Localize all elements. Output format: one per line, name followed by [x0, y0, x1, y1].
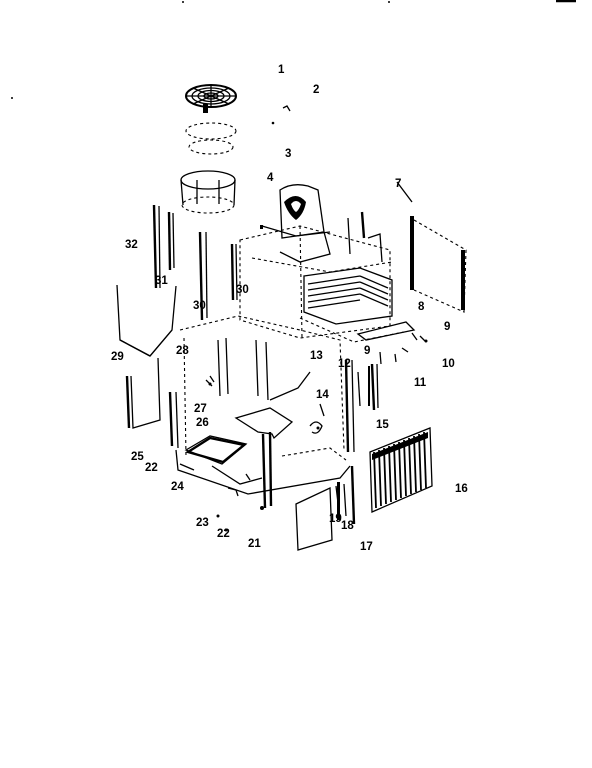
callout-11: 11	[414, 377, 427, 389]
fan-grille	[185, 84, 237, 113]
callout-9-b: 9	[364, 345, 370, 357]
callout-2: 2	[313, 84, 319, 96]
lower-front-panel	[295, 465, 356, 551]
callout-25: 25	[131, 451, 144, 463]
callout-17: 17	[360, 541, 373, 553]
callout-28: 28	[176, 345, 189, 357]
coil-assembly	[299, 267, 405, 343]
callout-24: 24	[171, 481, 184, 493]
callout-30-b: 30	[236, 284, 249, 296]
front-grille	[369, 427, 433, 513]
callout-1: 1	[278, 64, 285, 76]
callout-29: 29	[111, 351, 124, 363]
callout-27: 27	[194, 403, 207, 415]
callout-8: 8	[418, 301, 425, 313]
left-lower-panel	[125, 357, 179, 449]
motor-rings	[180, 122, 237, 214]
callout-13: 13	[310, 350, 323, 362]
callout-10: 10	[442, 358, 455, 370]
front-panel-29	[116, 284, 177, 357]
callout-22-a: 22	[145, 462, 158, 474]
callout-16: 16	[455, 483, 468, 495]
right-components	[344, 359, 379, 453]
callout-32: 32	[125, 239, 138, 251]
callout-4: 4	[267, 172, 274, 184]
left-side-panels	[152, 204, 238, 321]
callout-19: 19	[329, 513, 342, 525]
partition-panel	[184, 371, 347, 485]
bracket-hardware	[356, 321, 428, 365]
fan-hardware	[271, 105, 291, 125]
blower-housing	[279, 184, 331, 263]
small-parts	[205, 375, 325, 434]
callout-18: 18	[341, 520, 354, 532]
callout-9-a: 9	[444, 321, 450, 333]
callout-14: 14	[316, 389, 329, 401]
callout-26: 26	[196, 417, 209, 429]
callout-7: 7	[395, 178, 401, 190]
top-edge-marks	[11, 0, 576, 99]
callout-21: 21	[248, 538, 261, 550]
callout-3: 3	[285, 148, 291, 160]
base-cabinet	[175, 315, 351, 510]
callout-30-a: 30	[193, 300, 206, 312]
callout-22-b: 22	[217, 528, 230, 540]
callout-31: 31	[155, 275, 168, 287]
callout-15: 15	[376, 419, 389, 431]
callout-labels: 1 2 3 4 7 32 31 30 30 29 28 8 9 9 10 13 …	[111, 64, 468, 553]
callout-23: 23	[196, 517, 209, 529]
callout-12: 12	[338, 358, 351, 370]
bottom-hardware	[179, 463, 251, 532]
right-side-panel	[396, 181, 467, 313]
